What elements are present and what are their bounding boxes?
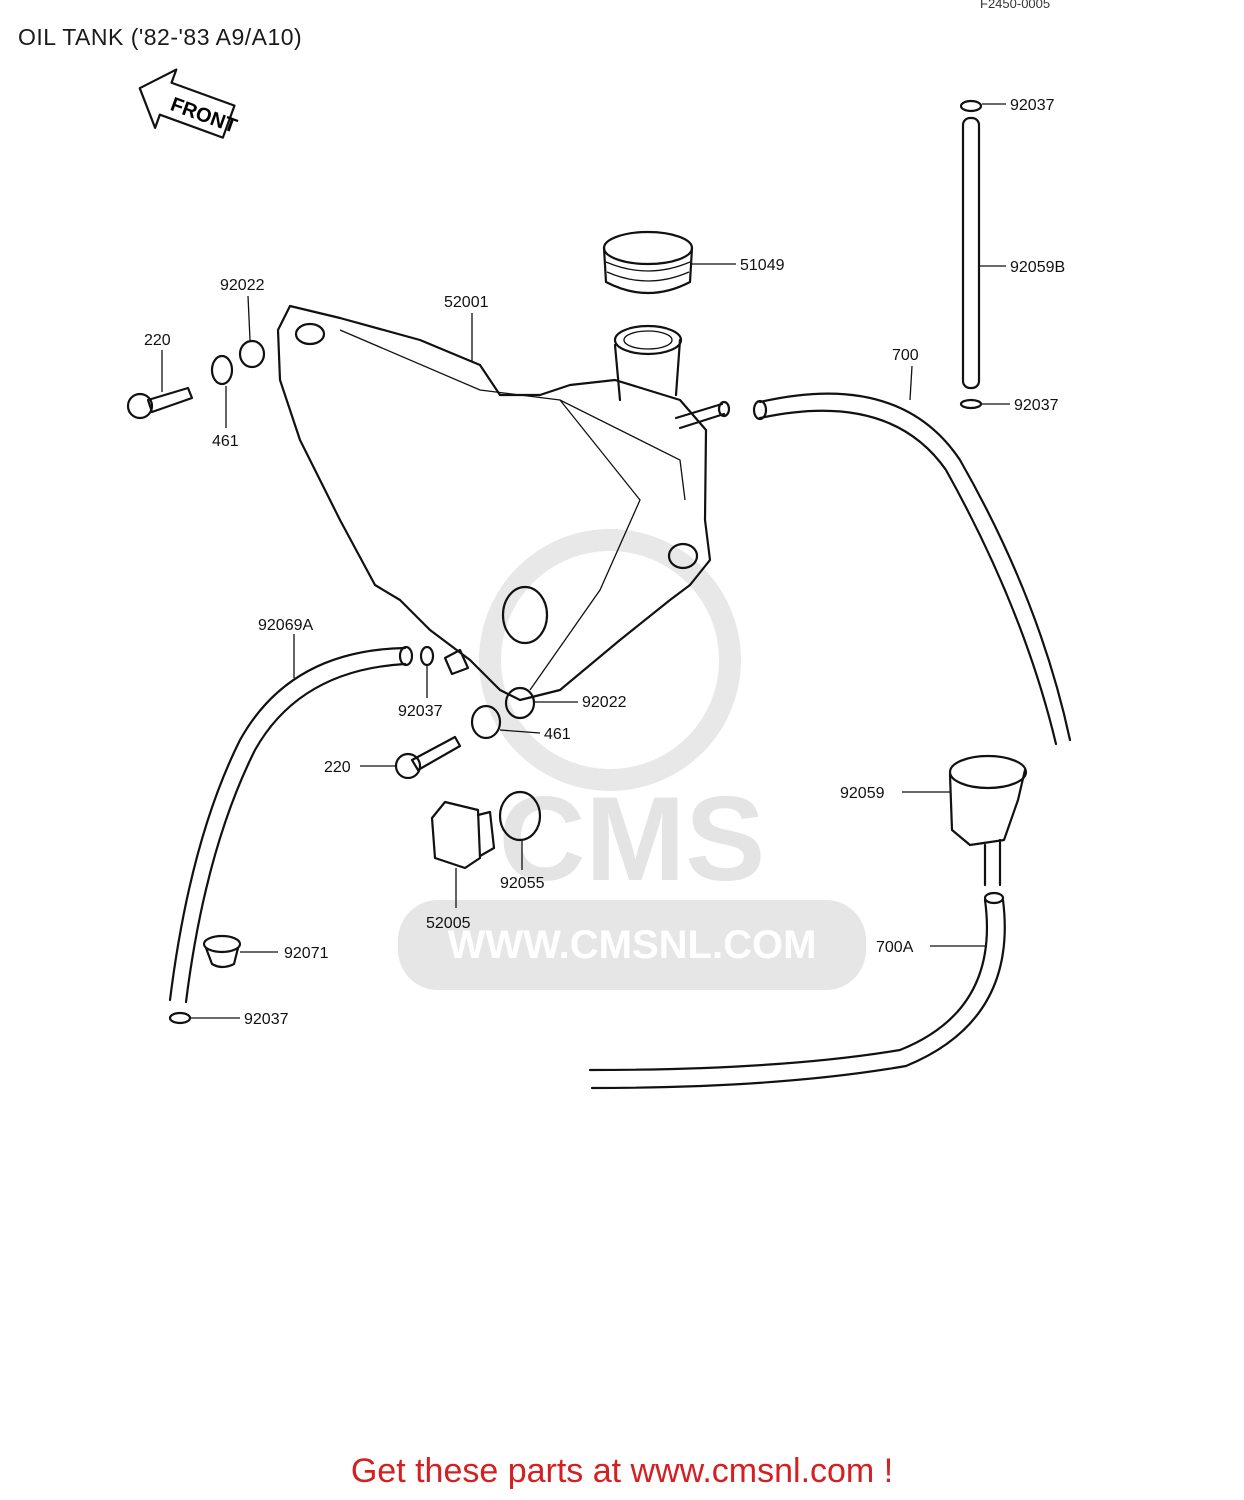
callout-220-upper: 220 (144, 332, 171, 349)
callout-461-lower: 461 (544, 726, 571, 743)
plug-52005 (430, 800, 496, 870)
callout-92037-bottom: 92037 (244, 1011, 289, 1028)
callout-92071: 92071 (284, 945, 329, 962)
hose-700 (758, 392, 1072, 742)
callout-52001: 52001 (444, 294, 489, 311)
reference-code: F2450-0005 (980, 0, 1051, 11)
front-arrow-icon: FRONT (138, 68, 240, 139)
callout-92022-lower: 92022 (582, 694, 627, 711)
diagram-title: OIL TANK ('82-'83 A9/A10) (18, 24, 303, 50)
callout-220-lower: 220 (324, 759, 351, 776)
bolt-220-upper (126, 386, 194, 420)
callout-92069a: 92069A (258, 617, 313, 634)
hose-92069a (168, 646, 407, 1002)
callout-labels: 92037 92059B 92037 51049 52001 92022 220… (144, 97, 1065, 1028)
clamp-92037-bottom (168, 1011, 192, 1025)
clamp-92037-mid (419, 645, 435, 667)
watermark-url: WWW.CMSNL.COM (448, 923, 817, 967)
callout-92055: 92055 (500, 875, 545, 892)
pipe-92059b (959, 99, 983, 410)
callout-92037-top: 92037 (1010, 97, 1055, 114)
callout-92037-right: 92037 (1014, 397, 1059, 414)
grommet-92022-upper (238, 339, 266, 369)
callout-92059: 92059 (840, 785, 885, 802)
watermark-logo: CMS (499, 772, 766, 906)
gasket-92055 (498, 790, 542, 842)
cms-watermark: CMS WWW.CMSNL.COM (398, 529, 866, 990)
callout-92059b: 92059B (1010, 259, 1065, 276)
callout-700a: 700A (876, 939, 914, 956)
collar-461-lower (470, 704, 502, 740)
oil-tank-52001 (276, 304, 731, 702)
bolt-220-lower (394, 735, 462, 780)
callout-700: 700 (892, 347, 919, 364)
callout-52005: 52005 (426, 915, 471, 932)
exploded-view: CMS WWW.CMSNL.COM FRONT (126, 68, 1072, 1090)
callout-92022-upper: 92022 (220, 277, 265, 294)
callout-92037-mid: 92037 (398, 703, 443, 720)
grommet-92022-lower (504, 686, 536, 720)
footer-link[interactable]: Get these parts at www.cmsnl.com ! (350, 1452, 894, 1490)
grommet-92071 (202, 934, 242, 969)
callout-461-upper: 461 (212, 433, 239, 450)
strainer-92059 (948, 754, 1028, 887)
cap-51049 (602, 230, 694, 295)
collar-461-upper (210, 354, 234, 386)
callout-51049: 51049 (740, 257, 785, 274)
hose-700a (588, 898, 989, 1072)
